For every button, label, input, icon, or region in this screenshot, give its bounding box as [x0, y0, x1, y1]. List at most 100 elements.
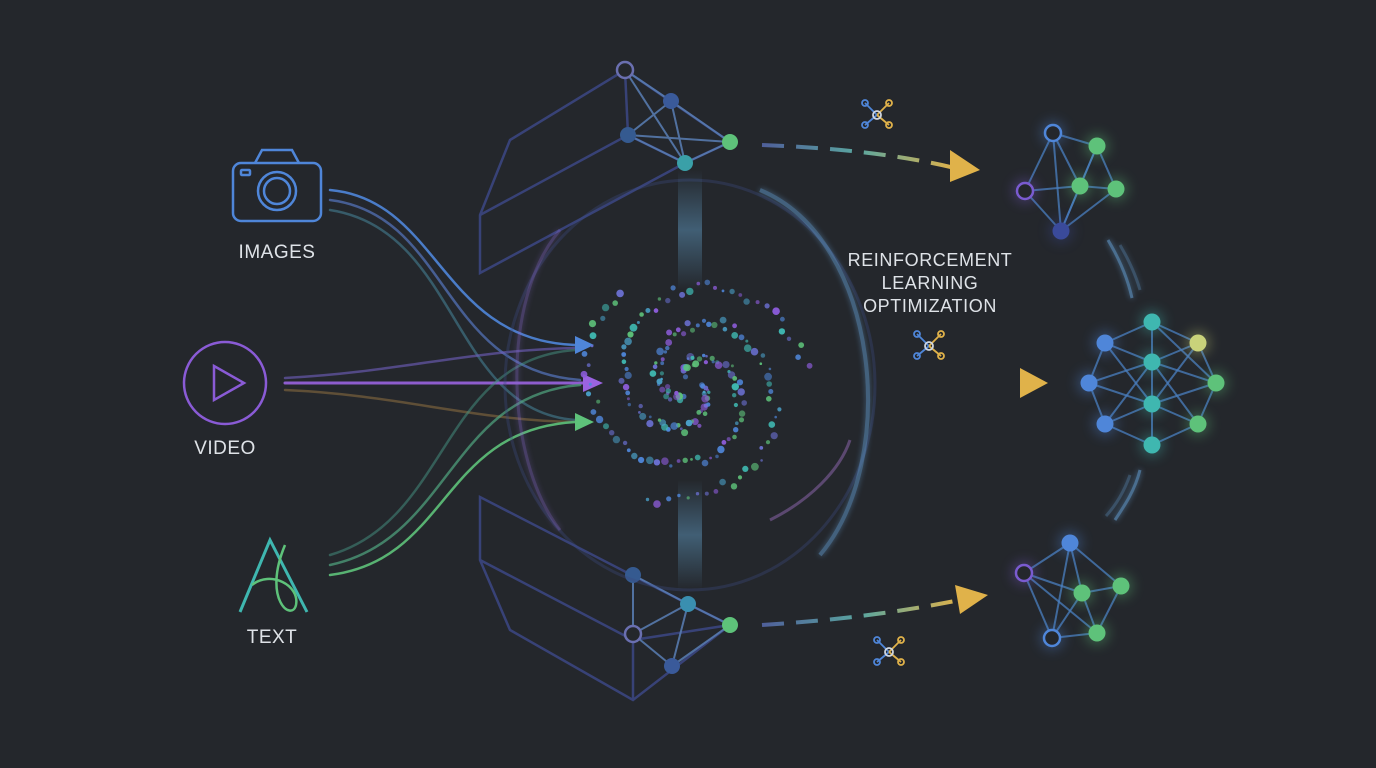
output-arrowheads [950, 150, 1048, 614]
vortex-particle [665, 297, 671, 304]
vortex-particle [774, 415, 777, 419]
vortex-particle [676, 459, 681, 463]
vortex-particle [670, 422, 678, 430]
vortex-particle [621, 359, 627, 365]
vortex-particle [696, 356, 703, 362]
vortex-particle [629, 323, 638, 332]
vortex-particle [679, 427, 683, 431]
vortex-particle [732, 376, 738, 381]
vortex-particle [681, 331, 687, 337]
vortex-particle [709, 355, 715, 361]
vortex-particle [730, 364, 734, 368]
network-node [1143, 395, 1161, 413]
input-video: VIDEO [182, 340, 268, 459]
vortex-particle [659, 386, 666, 393]
vortex-particle [772, 307, 780, 316]
vortex-particle [741, 400, 747, 406]
network-node [1015, 181, 1035, 201]
vortex-particle [690, 327, 695, 333]
node [722, 617, 738, 633]
node [680, 596, 696, 612]
vortex-particle [659, 419, 667, 426]
vortex-particle [770, 432, 778, 440]
network-node [1189, 334, 1207, 352]
bottom-frame-nodes [623, 567, 738, 674]
vortex-particle [715, 454, 719, 459]
input-text: TEXT [238, 536, 309, 648]
vortex-particle [588, 382, 592, 386]
vortex-particle [786, 336, 792, 341]
vortex-particle [673, 393, 681, 401]
dashed-arrow-bottom [761, 598, 961, 627]
network-node [1073, 584, 1091, 602]
vortex-particle [729, 288, 735, 295]
vortex-particle [705, 354, 708, 358]
vortex-particle [645, 497, 650, 502]
vortex-particle [691, 418, 699, 426]
vortex-particle [768, 367, 772, 371]
vortex-particle [636, 321, 640, 324]
vortex-particle [646, 456, 654, 465]
vortex-particle [768, 389, 774, 394]
vortex-particle [665, 384, 671, 390]
node [615, 60, 635, 80]
vortex-particle [690, 355, 695, 360]
vortex-particle [657, 418, 662, 422]
network-node [1061, 534, 1079, 552]
vortex-particle [625, 390, 631, 396]
vortex-particle [612, 300, 618, 306]
network-edge [1052, 132, 1062, 232]
vortex-particle [750, 347, 759, 356]
vortex-particle [704, 491, 709, 496]
vortex-particle [674, 390, 679, 396]
arrowhead-green [575, 413, 594, 431]
vortex-particle [695, 323, 700, 328]
vortex-particle [719, 478, 726, 486]
output-arrows [761, 143, 1020, 627]
network-edge [1023, 572, 1098, 634]
vortex-particle [713, 489, 719, 494]
vortex-particle [588, 320, 597, 328]
input-images: IMAGES [231, 148, 323, 263]
vortex-particle [669, 464, 673, 468]
dashed-arrow-top [761, 143, 956, 170]
arrowhead-middle [1020, 368, 1048, 398]
vortex-particle [586, 363, 591, 367]
vortex-particle [666, 496, 672, 502]
vortex-particle [660, 357, 665, 362]
vortex-particle [621, 352, 627, 357]
video-label: VIDEO [194, 438, 256, 459]
network-node [1080, 374, 1098, 392]
network-node [1088, 137, 1106, 155]
vortex-particle [667, 397, 673, 402]
network-edge [1051, 542, 1071, 639]
camera-icon [231, 148, 323, 223]
vortex-particle [601, 303, 610, 312]
vortex-particle [596, 399, 601, 404]
vortex-particle [742, 465, 749, 472]
vortex-particle [798, 342, 805, 348]
network-edge [1151, 321, 1217, 384]
vortex-particle [600, 315, 606, 321]
vortex-particle [638, 411, 641, 414]
vortex-particle [700, 403, 708, 411]
vortex-particle [721, 440, 727, 445]
vortex-particle [707, 390, 711, 394]
node [677, 155, 693, 171]
vortex-particle [622, 383, 630, 391]
vortex-particle [661, 457, 669, 466]
vortex-particle [732, 323, 737, 329]
network-node-icon [861, 99, 893, 129]
vortex-particle [713, 285, 717, 290]
network-node [1189, 415, 1207, 433]
vortex-particle [731, 383, 739, 391]
output-network-middle [1077, 310, 1228, 457]
vortex-particle [701, 318, 707, 323]
vortex-particle [743, 298, 750, 305]
vortex-particle [703, 360, 709, 365]
vortex-particle [780, 316, 785, 322]
vortex-particle [665, 345, 670, 351]
vortex-particle-swirl [580, 279, 813, 508]
vortex-particle [646, 420, 654, 428]
network-node-icon [873, 636, 905, 666]
